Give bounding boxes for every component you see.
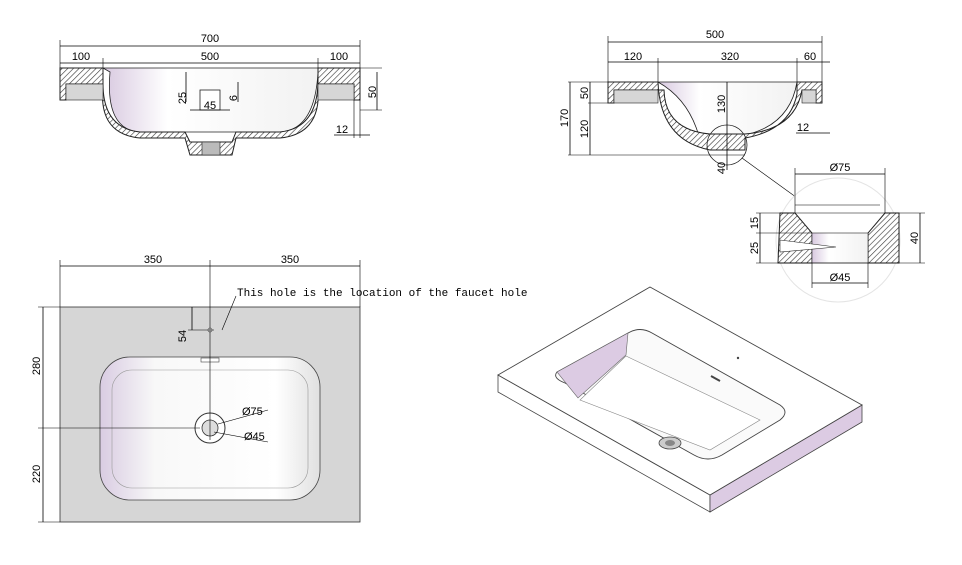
dim-bore-height: 25 — [749, 242, 761, 254]
dim-chamfer-height: 15 — [749, 217, 761, 229]
dim-overflow-offset: 6 — [228, 95, 240, 101]
dim-below-rim: 120 — [579, 120, 591, 138]
dim-faucet-offset: 54 — [177, 330, 189, 342]
dim-left-half: 350 — [144, 254, 162, 266]
dim-total-height: 170 — [559, 109, 571, 127]
dim-drain-outer: Ø75 — [242, 406, 263, 418]
dim-front-rim: 60 — [804, 51, 816, 63]
drain-detail-view: Ø75 15 25 40 Ø45 — [749, 162, 925, 303]
dim-overall-width: 700 — [201, 33, 219, 45]
side-section-view: 500 120 320 60 170 50 120 130 40 12 — [559, 29, 830, 201]
dim-overall-depth: 500 — [706, 29, 724, 41]
dim-wall: 12 — [336, 124, 348, 136]
plan-view: 350 350 280 220 54 Ø75 Ø45 This hole is … — [31, 254, 527, 523]
dim-back-to-drain: 280 — [31, 357, 43, 375]
dim-bowl-depth: 320 — [721, 51, 739, 63]
front-section-view: 700 100 500 100 25 45 6 50 12 — [59, 33, 382, 156]
dim-overflow-height: 25 — [177, 92, 189, 104]
dim-drain-inner: Ø45 — [244, 431, 265, 443]
dim-outer-diameter: Ø75 — [830, 162, 851, 174]
dim-total-height: 40 — [909, 232, 921, 244]
dim-left-rim: 100 — [72, 51, 90, 63]
dim-drain-to-front: 220 — [31, 465, 43, 483]
dim-drain-height: 40 — [716, 162, 728, 174]
dim-inner-diameter: Ø45 — [830, 272, 851, 284]
dim-wall: 12 — [797, 122, 809, 134]
dim-rim-height: 50 — [367, 86, 379, 98]
dim-overflow-width: 45 — [204, 100, 216, 112]
dim-right-half: 350 — [281, 254, 299, 266]
dim-bowl-width: 500 — [201, 51, 219, 63]
dim-bowl-height: 130 — [716, 95, 728, 113]
dim-rim-height: 50 — [579, 87, 591, 99]
dim-right-rim: 100 — [330, 51, 348, 63]
isometric-view — [497, 286, 863, 513]
dim-back-rim: 120 — [624, 51, 642, 63]
faucet-hole-note: This hole is the location of the faucet … — [237, 288, 527, 300]
